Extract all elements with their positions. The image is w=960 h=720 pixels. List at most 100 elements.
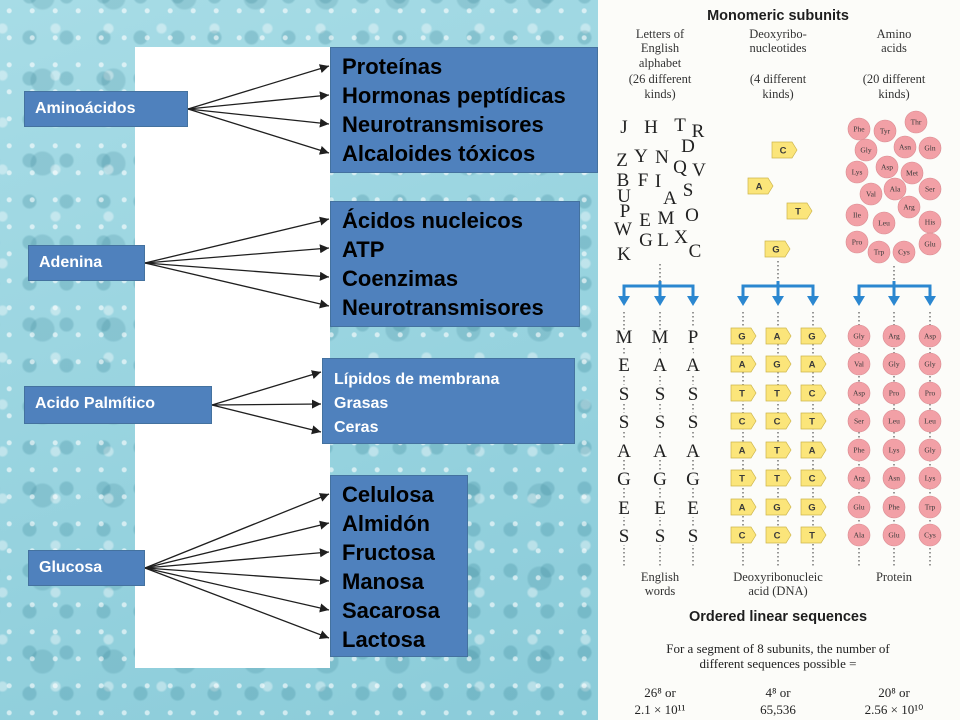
amino-acid-circle — [918, 381, 942, 405]
nucleotide-shape — [765, 526, 792, 544]
letter-subunit: I — [655, 171, 661, 192]
amino-acid-subunit: Ser — [918, 177, 942, 201]
amino-acid-label: Phe — [853, 446, 865, 455]
amino-acid-in-sequence: Gly — [918, 352, 942, 376]
nucleotide-shape — [730, 327, 757, 345]
amino-acid-in-sequence: Phe — [882, 495, 906, 519]
arrow — [144, 493, 330, 569]
amino-acid-label: Gly — [860, 146, 872, 155]
nucleotide-shape — [800, 526, 827, 544]
arrow — [211, 370, 322, 406]
amino-acid-label: Ile — [853, 211, 862, 220]
nucleotide-letter: T — [809, 417, 815, 428]
sequence-letter: A — [686, 355, 700, 376]
nucleotide-letter: A — [739, 360, 746, 371]
diagram-white-panel — [135, 47, 330, 668]
nucleotide-in-sequence: G — [800, 498, 827, 516]
amino-acid-in-sequence: Val — [847, 352, 871, 376]
arrow — [144, 567, 330, 585]
column-header: Letters of — [636, 27, 685, 41]
nucleotide-shape — [765, 498, 792, 516]
arrowhead — [807, 296, 819, 306]
source-box-aminoacidos: Aminoácidos — [24, 91, 188, 127]
nucleotide-shape — [730, 441, 757, 459]
amino-acid-label: Asp — [924, 332, 936, 341]
arrowhead — [888, 296, 900, 306]
footer-text: different sequences possible = — [700, 656, 857, 671]
nucleotide-letter: G — [808, 332, 815, 343]
nucleotide-letter: T — [739, 389, 745, 400]
sequence-letter: E — [654, 498, 666, 519]
amino-acid-label: Arg — [903, 203, 915, 212]
nucleotide-shape — [800, 327, 827, 345]
nucleotide-letter: T — [739, 474, 745, 485]
nucleotide-letter: C — [809, 474, 816, 485]
target-box-adenina: Ácidos nucleicos ATP Coenzimas Neurotran… — [330, 201, 580, 327]
column-header: kinds) — [878, 87, 909, 101]
sequence-type-label: acid (DNA) — [748, 584, 807, 598]
target-item: Almidón — [342, 511, 430, 536]
amino-acid-in-sequence: Arg — [847, 466, 871, 490]
nucleotide-shape — [765, 469, 792, 487]
nucleotide-shape — [800, 498, 827, 516]
nucleotide-shape — [765, 327, 792, 345]
amino-acid-label: Leu — [878, 219, 890, 228]
column-header: nucleotides — [750, 41, 807, 55]
letter-subunit: C — [689, 241, 702, 262]
amino-acid-label: Pro — [925, 389, 936, 398]
arrowhead — [772, 296, 784, 306]
sequence-letter: S — [619, 526, 630, 547]
arrow — [144, 567, 330, 640]
amino-acid-label: Gly — [888, 360, 900, 369]
column-header: acids — [881, 41, 907, 55]
column-header: Deoxyribo- — [749, 27, 807, 41]
amino-acid-label: Glu — [924, 240, 936, 249]
target-box-glucosa: Celulosa Almidón Fructosa Manosa Sacaros… — [330, 475, 468, 657]
letter-subunit: F — [638, 170, 649, 191]
sequence-type-label: English — [641, 570, 680, 584]
target-item: Manosa — [342, 569, 424, 594]
amino-acid-label: Lys — [889, 446, 900, 455]
amino-acid-circle — [893, 135, 917, 159]
sequence-count: 2.56 × 10¹⁰ — [865, 702, 924, 717]
amino-acid-subunit: Trp — [867, 240, 891, 264]
arrowhead — [618, 296, 630, 306]
target-item: Grasas — [334, 395, 389, 412]
nucleotide-letter: A — [756, 182, 763, 193]
sequence-letter: S — [655, 412, 666, 433]
letter-subunit: Y — [634, 146, 648, 167]
nucleotide-in-sequence: G — [730, 327, 757, 345]
source-label: Aminoácidos — [35, 100, 136, 117]
sequence-count: 20⁸ or — [878, 685, 910, 700]
amino-acid-label: Pro — [889, 389, 900, 398]
amino-acid-label: Asp — [881, 163, 893, 172]
sequence-letter: S — [655, 384, 666, 405]
amino-acid-subunit: Cys — [892, 240, 916, 264]
nucleotide-in-sequence: T — [730, 469, 757, 487]
footer-title: Ordered linear sequences — [689, 609, 867, 625]
amino-acid-in-sequence: Glu — [847, 495, 871, 519]
target-item: Lípidos de membrana — [334, 371, 500, 388]
amino-acid-label: Phe — [853, 125, 865, 134]
amino-acid-subunit: Ile — [845, 203, 869, 227]
amino-acid-in-sequence: Glu — [882, 523, 906, 547]
target-item: Celulosa — [342, 482, 434, 507]
nucleotide-letter: A — [739, 446, 746, 457]
sequence-letter: G — [686, 469, 700, 490]
nucleotide-letter: G — [738, 332, 745, 343]
sequence-letter: S — [688, 412, 699, 433]
amino-acid-circle — [892, 240, 916, 264]
nucleotide-shape — [730, 469, 757, 487]
amino-acid-label: Arg — [853, 474, 865, 483]
sequence-letter: E — [687, 498, 699, 519]
amino-acid-in-sequence: Arg — [882, 324, 906, 348]
amino-acid-subunit: Leu — [872, 211, 896, 235]
nucleotide-letter: A — [809, 446, 816, 457]
nucleotide-shape — [730, 355, 757, 373]
nucleotide-subunit: T — [786, 202, 813, 220]
amino-acid-in-sequence: Pro — [882, 381, 906, 405]
nucleotide-in-sequence: T — [765, 441, 792, 459]
amino-acid-in-sequence: Asp — [847, 381, 871, 405]
amino-acid-circle — [875, 155, 899, 179]
